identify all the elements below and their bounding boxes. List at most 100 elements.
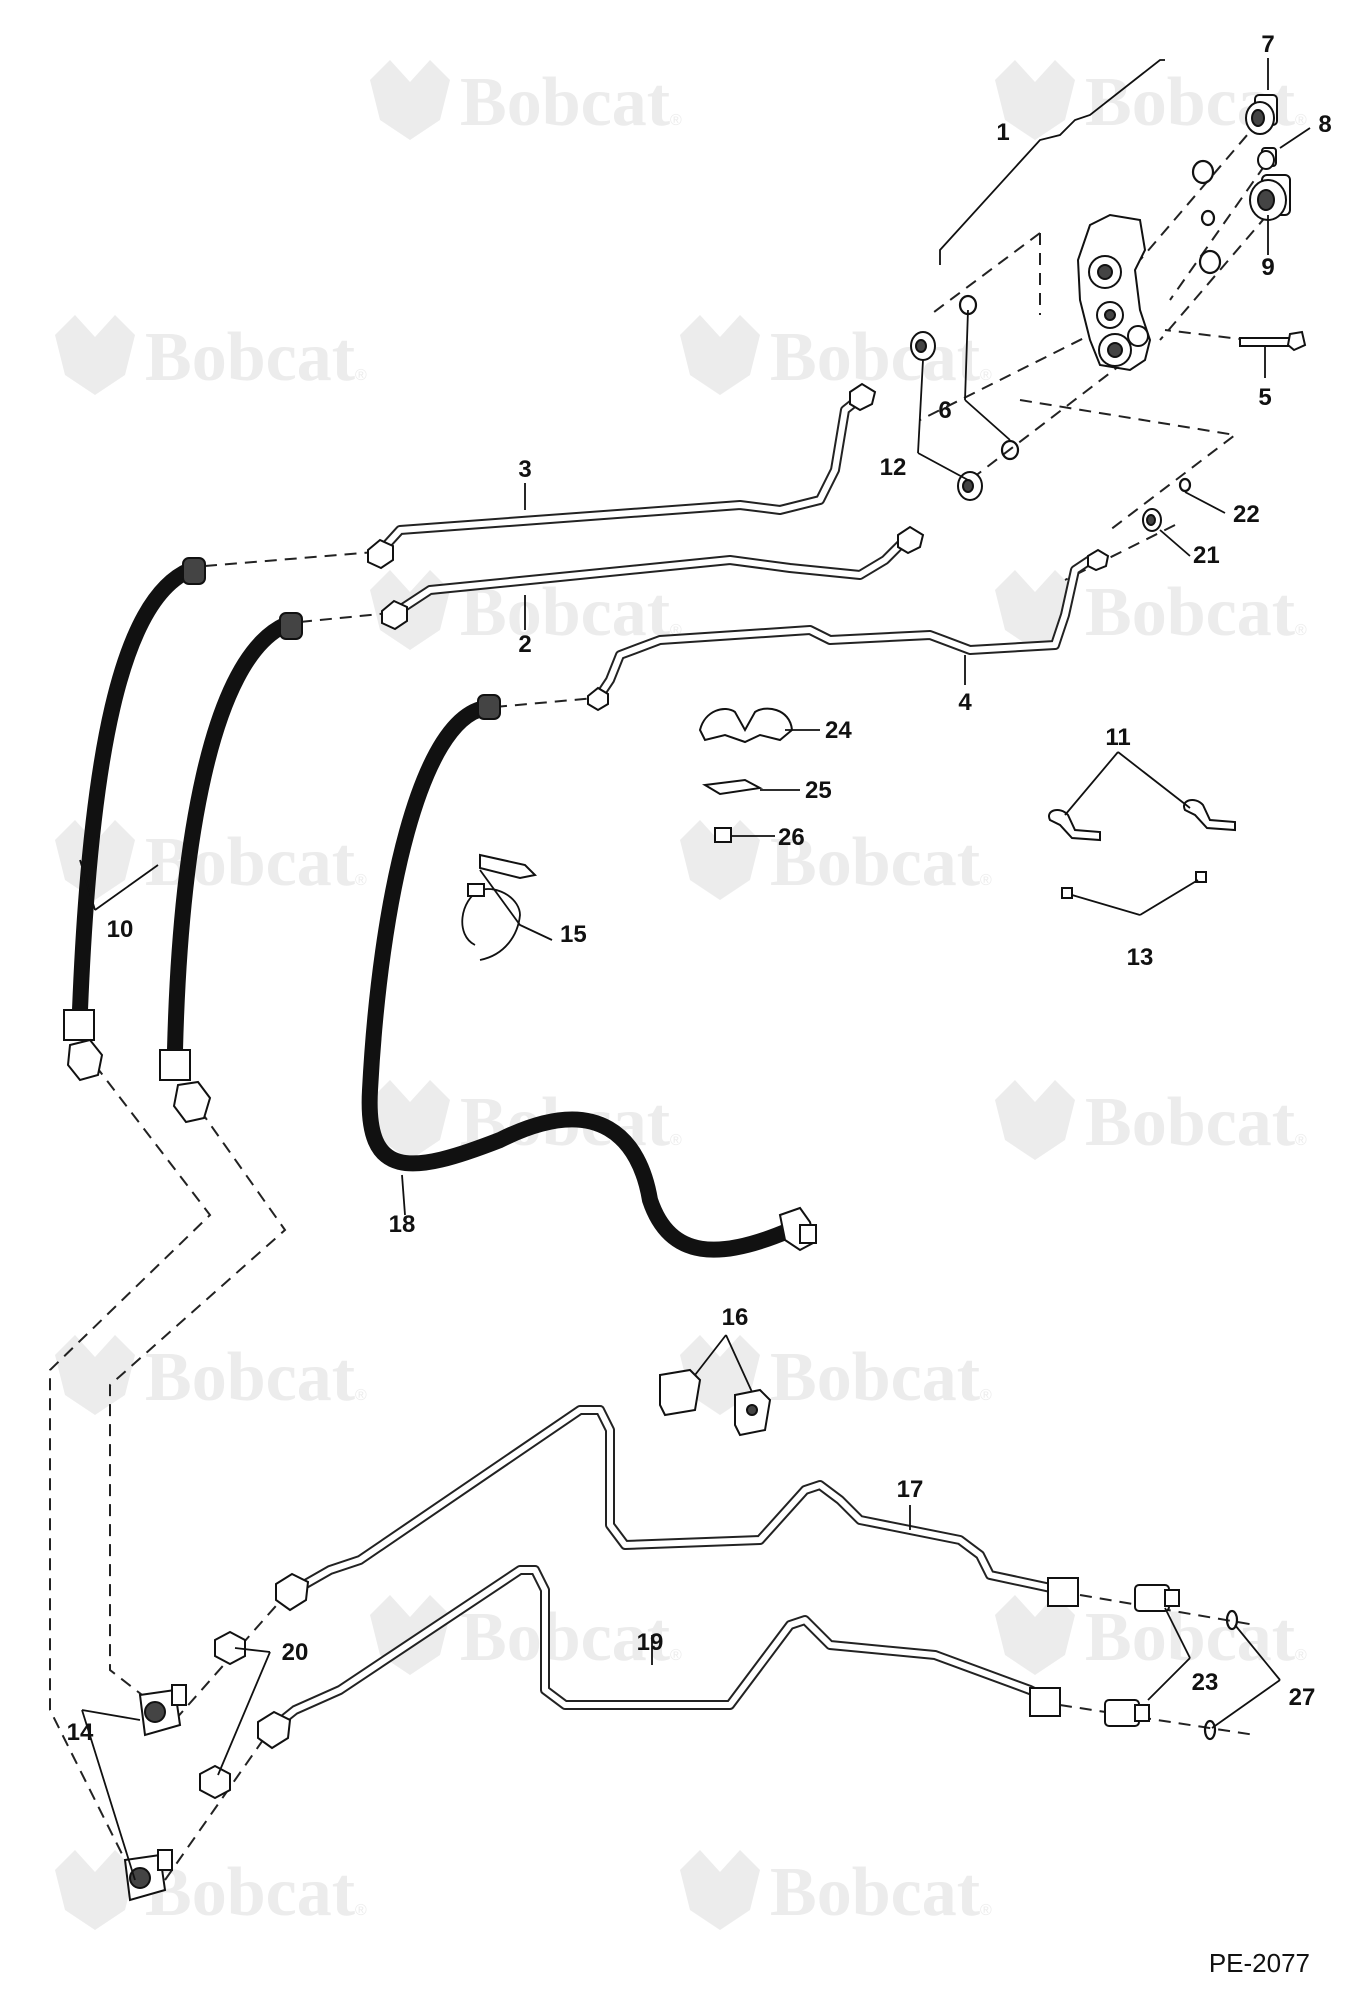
bobcat-logo-icon xyxy=(55,1335,135,1415)
hose-10-b xyxy=(159,612,303,1124)
callout-22: 22 xyxy=(1233,501,1260,528)
elbow-fitting-14 xyxy=(138,1684,187,1737)
tube-nut xyxy=(849,382,877,412)
tube-nut xyxy=(1029,1687,1061,1717)
watermark: Bobcat ® xyxy=(680,1850,992,1931)
fitting-23 xyxy=(1104,1699,1150,1727)
watermark-text: Bobcat xyxy=(770,824,980,901)
nut-13 xyxy=(1061,887,1073,899)
watermark-reg: ® xyxy=(1295,112,1307,129)
watermark: Bobcat ® xyxy=(680,1335,992,1416)
callout-9: 9 xyxy=(1261,254,1274,281)
nut-13 xyxy=(1195,871,1207,883)
clamp-24 xyxy=(698,707,794,744)
watermark: Bobcat ® xyxy=(680,820,992,901)
callout-23: 23 xyxy=(1192,1669,1219,1696)
bobcat-logo-icon xyxy=(370,60,450,140)
fitting-8 xyxy=(1257,147,1277,170)
dashed-line xyxy=(1139,119,1261,261)
watermark-text: Bobcat xyxy=(145,824,355,901)
watermark-reg: ® xyxy=(1295,1132,1307,1149)
watermark: Bobcat ® xyxy=(370,60,682,141)
callout-1: 1 xyxy=(996,119,1009,146)
tube-nut xyxy=(897,525,925,555)
o-ring xyxy=(1198,249,1222,275)
figure-reference-code: PE-2077 xyxy=(1209,1948,1310,1978)
callout-4: 4 xyxy=(958,689,972,716)
dashed-line xyxy=(919,329,1101,421)
valve-assembly xyxy=(1076,213,1152,372)
o-ring-6 xyxy=(1000,439,1020,461)
watermark-reg: ® xyxy=(980,1387,992,1404)
dashed-line xyxy=(929,232,1041,316)
watermark-layer: Bobcat ® Bobcat ® Bobcat ® Bobcat ® Bobc… xyxy=(55,60,1307,1931)
tube-nut xyxy=(367,538,394,570)
watermark: Bobcat ® xyxy=(995,1080,1307,1161)
bobcat-logo-icon xyxy=(995,1080,1075,1160)
tube-3 xyxy=(367,382,877,570)
watermark-reg: ® xyxy=(980,367,992,384)
watermark-text: Bobcat xyxy=(145,1339,355,1416)
cable-tie-head xyxy=(467,883,485,897)
bobcat-logo-icon xyxy=(680,820,760,900)
tube-2 xyxy=(381,525,925,631)
dashed-line xyxy=(204,551,376,567)
bobcat-logo-icon xyxy=(370,1080,450,1160)
fitting-21 xyxy=(1142,508,1162,532)
watermark-text: Bobcat xyxy=(1085,1599,1295,1676)
fitting-stub xyxy=(171,1684,187,1706)
fitting-12 xyxy=(910,331,936,361)
clamp-block-16 xyxy=(659,1368,772,1437)
callout-19: 19 xyxy=(637,1629,664,1656)
callout-10: 10 xyxy=(107,916,134,943)
fitting-7 xyxy=(1245,94,1278,135)
fitting-9 xyxy=(1249,174,1291,221)
hose-crimp xyxy=(159,1049,191,1081)
watermark: Bobcat ® xyxy=(680,315,992,396)
watermark: Bobcat ® xyxy=(55,315,367,396)
hose-swivel-nut xyxy=(66,1038,104,1082)
tube-nut xyxy=(587,686,609,712)
leader-lines xyxy=(79,58,1311,1881)
valve-port-bore xyxy=(1107,342,1123,358)
watermark-reg: ® xyxy=(355,367,367,384)
callout-17: 17 xyxy=(897,1476,924,1503)
hose-crimp xyxy=(63,1009,95,1041)
callout-7: 7 xyxy=(1261,31,1274,58)
callout-24: 24 xyxy=(825,717,852,744)
dashed-line xyxy=(49,1064,212,1891)
callout-20: 20 xyxy=(282,1639,309,1666)
dashed-assembly-lines xyxy=(49,119,1291,1891)
watermark: Bobcat ® xyxy=(55,1850,367,1931)
watermark-reg: ® xyxy=(670,1647,682,1664)
watermark-reg: ® xyxy=(670,112,682,129)
callout-18: 18 xyxy=(389,1211,416,1238)
watermark-reg: ® xyxy=(980,872,992,889)
fitting-bore xyxy=(129,1867,151,1889)
fitting-stub xyxy=(157,1849,173,1871)
clamp-bolt-hole xyxy=(746,1404,758,1416)
watermark: Bobcat ® xyxy=(55,820,367,901)
bobcat-logo-icon xyxy=(995,1595,1075,1675)
callout-11: 11 xyxy=(1105,724,1130,751)
plate-25 xyxy=(702,778,764,796)
watermark: Bobcat ® xyxy=(995,1595,1307,1676)
callout-14: 14 xyxy=(67,1719,94,1746)
dashed-line xyxy=(299,612,391,623)
dashed-line xyxy=(1064,524,1176,581)
hose-18 xyxy=(361,694,817,1258)
watermark: Bobcat ® xyxy=(55,1335,367,1416)
hose-end xyxy=(182,557,206,585)
fitting-bore xyxy=(144,1701,166,1723)
jam-nut-20 xyxy=(214,1630,246,1666)
watermark-reg: ® xyxy=(355,872,367,889)
callout-12: 12 xyxy=(880,454,907,481)
watermark-reg: ® xyxy=(670,1132,682,1149)
cable-tie-15 xyxy=(461,853,538,961)
nut-26 xyxy=(714,827,732,843)
valve-port-bore xyxy=(1104,309,1116,321)
bobcat-logo-icon xyxy=(680,1850,760,1930)
watermark-text: Bobcat xyxy=(145,319,355,396)
callout-13: 13 xyxy=(1127,944,1154,971)
